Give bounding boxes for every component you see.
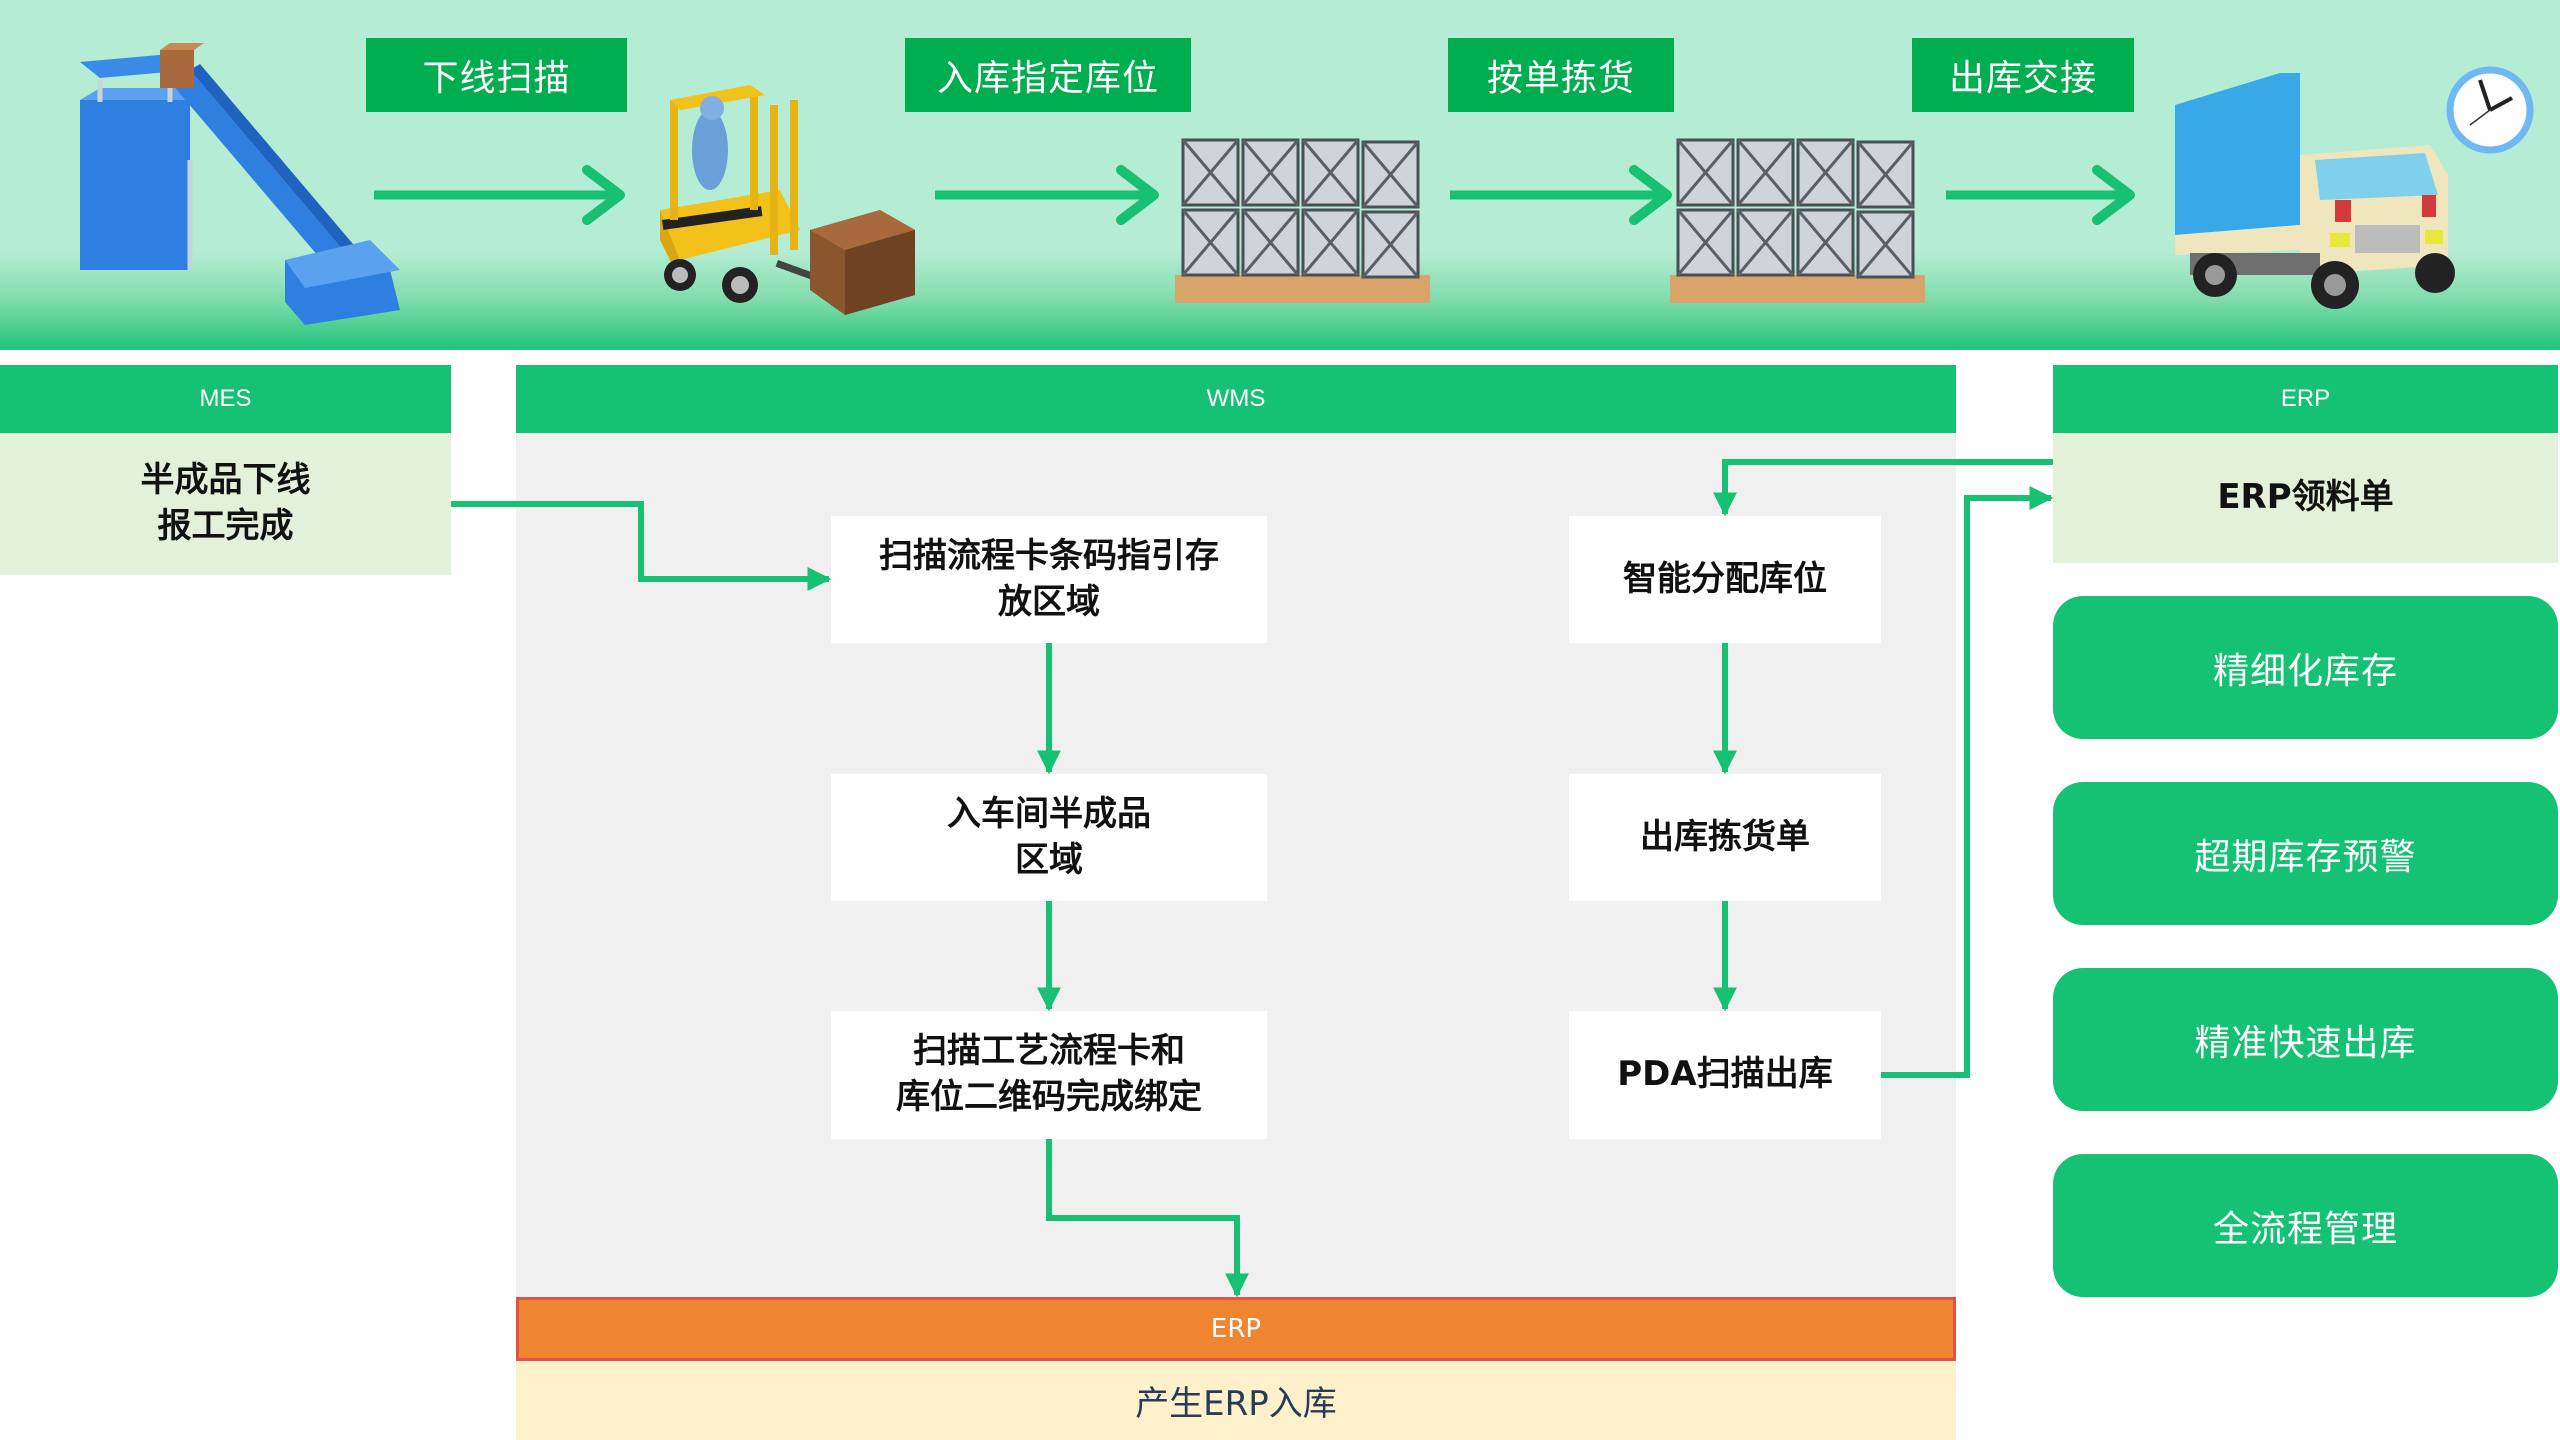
conveyor-icon bbox=[80, 43, 400, 325]
wms-step-smart-allocation: 智能分配库位 bbox=[1569, 516, 1881, 643]
mes-offline-report-box: 半成品下线 报工完成 bbox=[0, 433, 451, 575]
erp-header: ERP bbox=[2053, 365, 2558, 433]
feature-refined-inventory: 精细化库存 bbox=[2053, 596, 2558, 739]
wms-step-workshop-area: 入车间半成品 区域 bbox=[831, 774, 1267, 901]
erp-requisition-box: ERP领料单 bbox=[2053, 433, 2558, 563]
wms-step-picking-list: 出库拣货单 bbox=[1569, 774, 1881, 901]
process-banner: 下线扫描 入库指定库位 按单拣货 出库交接 bbox=[0, 0, 2560, 350]
arrow-right-icon bbox=[1946, 165, 2135, 225]
arrow-right-icon bbox=[1450, 165, 1672, 225]
feature-fast-outbound: 精准快速出库 bbox=[2053, 968, 2558, 1111]
feature-full-process: 全流程管理 bbox=[2053, 1154, 2558, 1297]
step-label-offline-scan: 下线扫描 bbox=[366, 38, 627, 112]
mes-header: MES bbox=[0, 365, 451, 433]
wms-header: WMS bbox=[516, 365, 1956, 433]
step-label-assign-location: 入库指定库位 bbox=[905, 38, 1191, 112]
pallet-racks-icon bbox=[1670, 138, 1925, 303]
arrow-right-icon bbox=[935, 165, 1159, 225]
forklift-icon bbox=[660, 85, 915, 315]
arrow-right-icon bbox=[374, 165, 625, 225]
feature-overdue-warning: 超期库存预警 bbox=[2053, 782, 2558, 925]
pallet-racks-icon bbox=[1175, 138, 1430, 303]
wms-step-scan-barcode: 扫描流程卡条码指引存 放区域 bbox=[831, 516, 1267, 643]
delivery-truck-with-clock-icon bbox=[2175, 66, 2534, 309]
step-label-order-picking: 按单拣货 bbox=[1448, 38, 1674, 112]
erp-bottom-header: ERP bbox=[516, 1297, 1956, 1361]
erp-inbound-result: 产生ERP入库 bbox=[516, 1361, 1956, 1440]
wms-step-bind-location: 扫描工艺流程卡和 库位二维码完成绑定 bbox=[831, 1011, 1267, 1139]
wms-step-pda-scan-out: PDA扫描出库 bbox=[1569, 1011, 1881, 1139]
step-label-outbound-handover: 出库交接 bbox=[1912, 38, 2134, 112]
